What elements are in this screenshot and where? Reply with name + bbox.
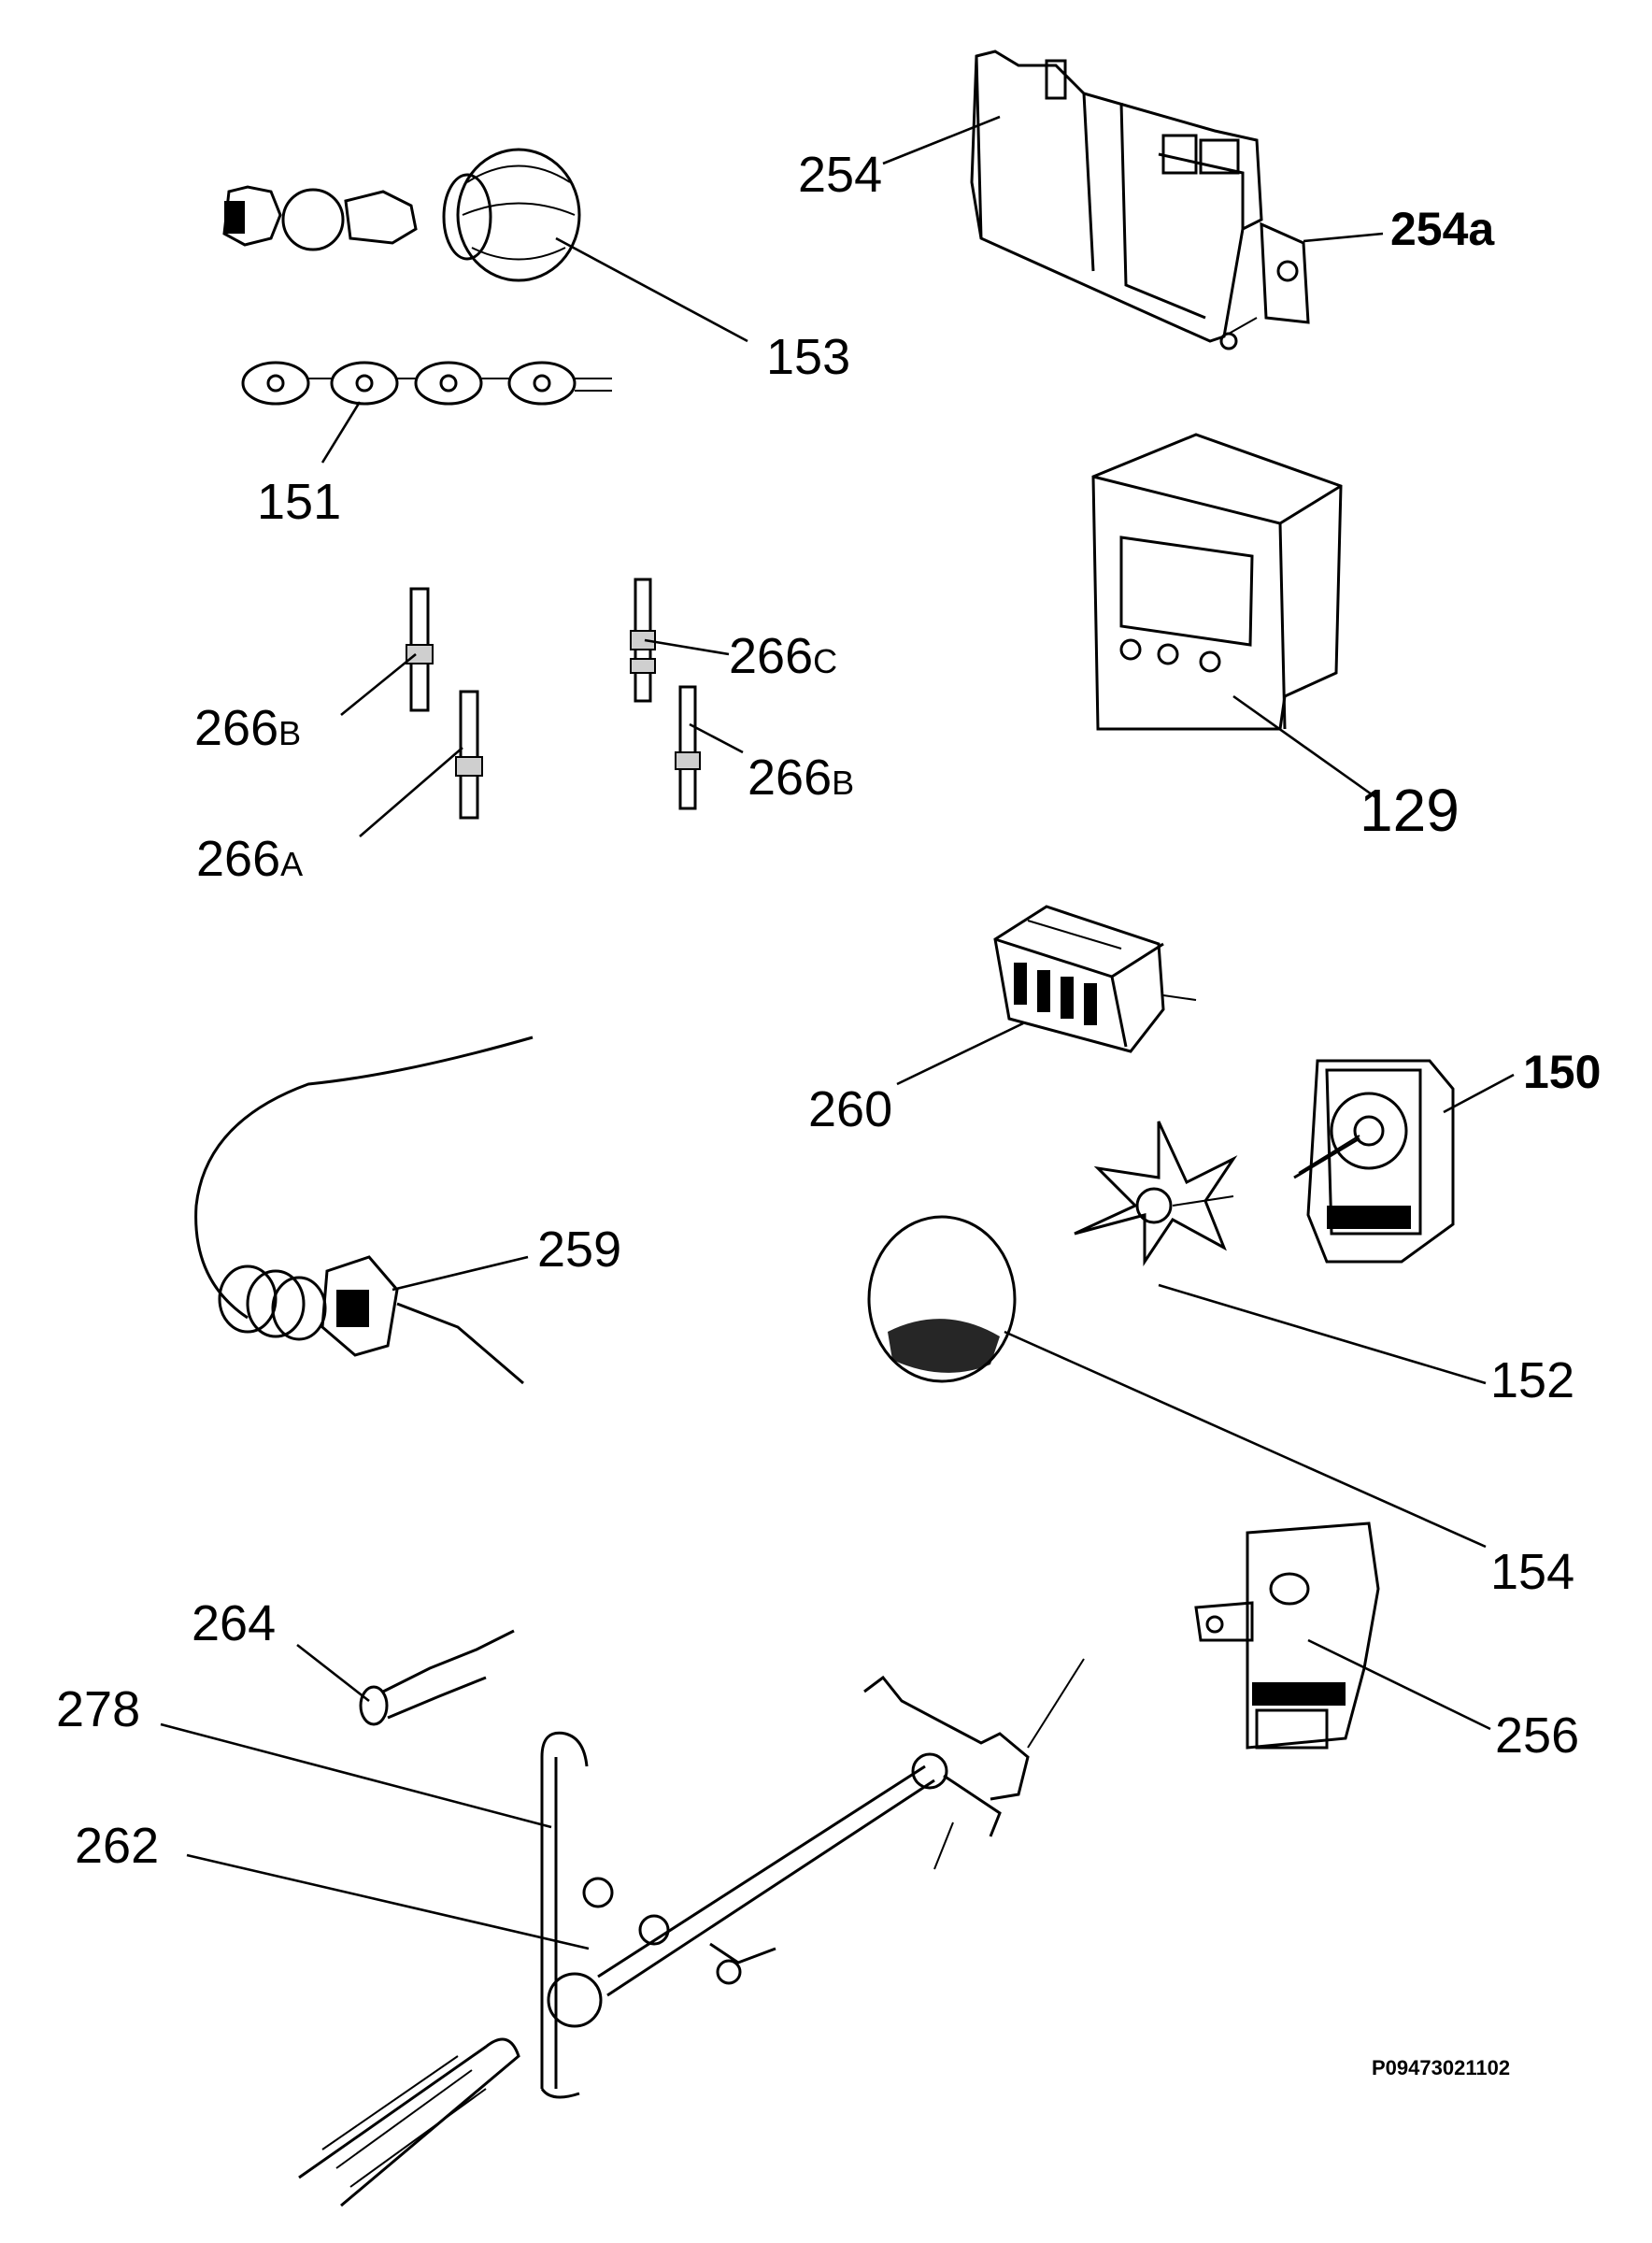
part-150-fan-motor [1293, 1059, 1455, 1264]
label-266b-right-number: 266 [748, 750, 833, 806]
leader-266b-right [689, 722, 744, 754]
part-152-fan-blade [1074, 1121, 1238, 1266]
label-266b-right: 266B [748, 752, 854, 803]
leader-151 [320, 401, 362, 464]
leader-254 [882, 115, 1001, 165]
leader-150 [1443, 1073, 1515, 1114]
leader-256 [1307, 1638, 1491, 1731]
label-266c-number: 266 [729, 628, 814, 684]
leader-259 [392, 1255, 529, 1292]
part-grill-handle [298, 2037, 520, 2207]
leader-254a [1303, 232, 1384, 243]
label-266a-number: 266 [196, 831, 281, 887]
label-266b-right-suffix: B [832, 764, 855, 802]
label-254a: 254a [1390, 203, 1495, 255]
part-129-electronic-programmer [1091, 433, 1343, 731]
label-153: 153 [766, 329, 851, 385]
leader-266b-left [340, 652, 417, 717]
label-266b-left: 266B [194, 703, 301, 753]
part-278-burner-pipe [540, 1731, 589, 2099]
label-259: 259 [537, 1222, 622, 1278]
part-154-grease-filter [867, 1215, 1017, 1383]
part-266b-pin-left [406, 587, 434, 712]
label-154: 154 [1490, 1544, 1575, 1600]
part-254-spark-generator [970, 50, 1310, 350]
leader-260 [896, 1021, 1024, 1086]
label-151: 151 [257, 474, 342, 530]
leader-152 [1158, 1283, 1487, 1385]
leader-154 [1004, 1330, 1487, 1549]
drawing-code: P09473021102 [1372, 2056, 1511, 2079]
label-266b-left-number: 266 [194, 700, 279, 756]
label-266c: 266C [729, 631, 837, 681]
label-129: 129 [1360, 777, 1460, 844]
label-150: 150 [1523, 1046, 1602, 1098]
label-256: 256 [1495, 1707, 1580, 1764]
label-266a-suffix: A [280, 845, 304, 883]
label-266b-left-suffix: B [278, 714, 302, 752]
part-256-gas-valve [1194, 1522, 1380, 1750]
part-259-thermostat [194, 1036, 534, 1385]
label-152: 152 [1490, 1352, 1575, 1408]
label-262: 262 [75, 1818, 160, 1874]
leader-264 [296, 1643, 370, 1703]
leader-266c [644, 638, 730, 656]
leader-266a [359, 747, 463, 837]
label-278: 278 [56, 1681, 141, 1737]
label-254: 254 [798, 147, 883, 203]
part-264-injector [359, 1629, 515, 1726]
leader-262 [186, 1853, 590, 1950]
leader-129 [1232, 694, 1379, 801]
part-266b-pin-right [675, 685, 701, 810]
part-266a-pin [455, 690, 483, 820]
label-266a: 266A [196, 834, 303, 884]
label-264: 264 [192, 1595, 277, 1651]
label-266c-suffix: C [813, 642, 838, 680]
leader-153 [555, 236, 748, 343]
part-153-oven-lamp [222, 148, 581, 282]
leader-278 [160, 1722, 552, 1829]
part-151-insulating-beads [241, 361, 612, 406]
part-260-selector-switch [993, 905, 1197, 1053]
label-260: 260 [808, 1081, 893, 1137]
part-262-burner-assembly [547, 1658, 1085, 2028]
